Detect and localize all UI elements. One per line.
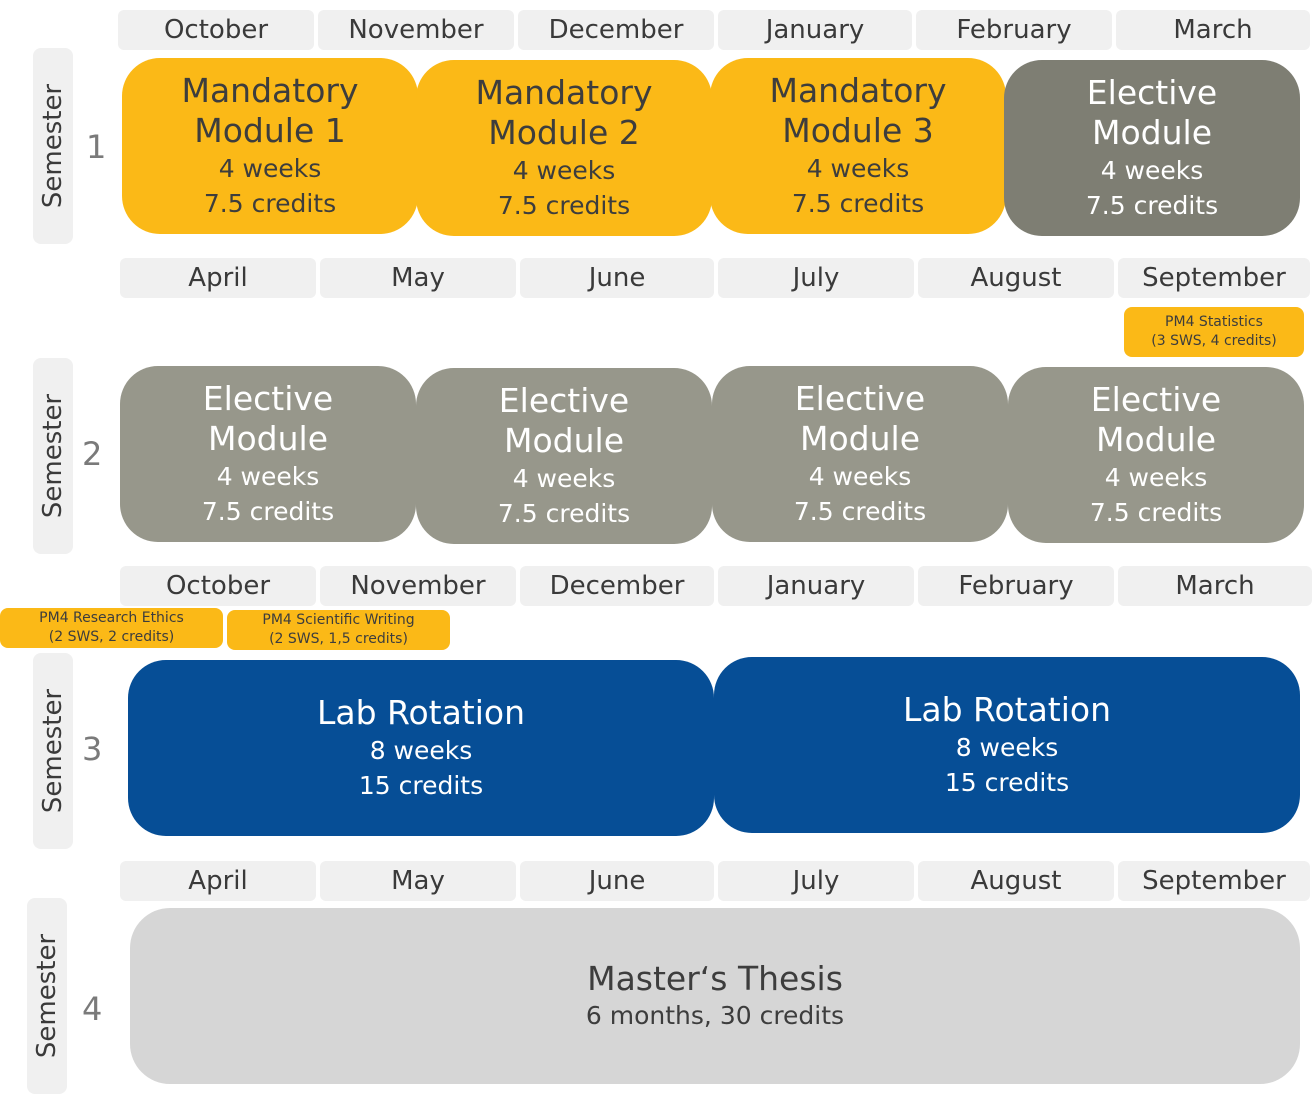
mandatory-module-3: Mandatory Module 3 4 weeks 7.5 credits <box>710 58 1006 234</box>
month-header: August <box>918 258 1114 298</box>
module-title: Lab Rotation <box>316 693 526 733</box>
month-header: December <box>520 566 714 606</box>
semester-label: Semester <box>33 48 73 244</box>
module-duration: 4 weeks <box>218 153 322 183</box>
month-header: May <box>320 861 516 901</box>
elective-module: Elective Module 4 weeks 7.5 credits <box>712 366 1008 542</box>
masters-thesis-module: Master‘s Thesis 6 months, 30 credits <box>130 908 1300 1084</box>
module-title: Mandatory <box>769 71 947 111</box>
module-title: Module 2 <box>488 113 640 152</box>
mandatory-module-1: Mandatory Module 1 4 weeks 7.5 credits <box>122 58 418 234</box>
pm4-details: (2 SWS, 2 credits) <box>48 629 175 645</box>
mandatory-module-2: Mandatory Module 2 4 weeks 7.5 credits <box>416 60 712 236</box>
module-credits: 15 credits <box>358 770 484 800</box>
module-title: Lab Rotation <box>902 690 1112 730</box>
month-header: September <box>1118 861 1310 901</box>
module-duration: 8 weeks <box>369 735 473 765</box>
module-title: Module 3 <box>782 111 934 150</box>
module-title: Elective <box>1086 73 1218 113</box>
module-title: Elective <box>794 379 926 419</box>
semester-number: 2 <box>82 435 103 473</box>
module-title: Module <box>1092 113 1212 152</box>
module-credits: 7.5 credits <box>791 188 925 218</box>
module-credits: 7.5 credits <box>793 496 927 526</box>
module-credits: 15 credits <box>944 767 1070 797</box>
month-header: February <box>918 566 1114 606</box>
module-duration: 4 weeks <box>512 155 616 185</box>
month-header: March <box>1116 10 1310 50</box>
module-duration: 8 weeks <box>955 732 1059 762</box>
month-header: July <box>718 861 914 901</box>
pm4-research-ethics-badge: PM4 Research Ethics (2 SWS, 2 credits) <box>0 608 223 648</box>
month-header: June <box>520 861 714 901</box>
module-title: Module 1 <box>194 111 346 150</box>
month-header: November <box>318 10 514 50</box>
month-header: April <box>120 258 316 298</box>
month-header: November <box>320 566 516 606</box>
month-header: March <box>1118 566 1312 606</box>
module-duration: 6 months, 30 credits <box>585 1001 845 1031</box>
module-title: Mandatory <box>181 71 359 111</box>
module-credits: 7.5 credits <box>1085 190 1219 220</box>
month-header: January <box>718 566 914 606</box>
semester-number: 4 <box>82 990 103 1028</box>
semester-number: 3 <box>82 730 103 768</box>
module-credits: 7.5 credits <box>203 188 337 218</box>
month-header: August <box>918 861 1114 901</box>
elective-module: Elective Module 4 weeks 7.5 credits <box>120 366 416 542</box>
module-duration: 4 weeks <box>1100 155 1204 185</box>
module-credits: 7.5 credits <box>201 496 335 526</box>
module-duration: 4 weeks <box>808 461 912 491</box>
module-title: Module <box>504 421 624 460</box>
module-title: Mandatory <box>475 73 653 113</box>
lab-rotation-module: Lab Rotation 8 weeks 15 credits <box>714 657 1300 833</box>
pm4-details: (3 SWS, 4 credits) <box>1151 333 1277 349</box>
pm4-statistics-badge: PM4 Statistics (3 SWS, 4 credits) <box>1124 307 1304 357</box>
month-header: September <box>1118 258 1310 298</box>
pm4-title: PM4 Research Ethics <box>39 610 184 627</box>
pm4-scientific-writing-badge: PM4 Scientific Writing (2 SWS, 1,5 credi… <box>227 610 450 650</box>
month-header: April <box>120 861 316 901</box>
module-title: Elective <box>498 381 630 421</box>
month-header: May <box>320 258 516 298</box>
elective-module: Elective Module 4 weeks 7.5 credits <box>416 368 712 544</box>
month-header: June <box>520 258 714 298</box>
module-credits: 7.5 credits <box>1089 497 1223 527</box>
semester-label: Semester <box>33 653 73 849</box>
month-header: December <box>518 10 714 50</box>
module-credits: 7.5 credits <box>497 190 631 220</box>
pm4-title: PM4 Statistics <box>1165 314 1263 331</box>
module-duration: 4 weeks <box>1104 462 1208 492</box>
semester-label: Semester <box>27 898 67 1094</box>
module-duration: 4 weeks <box>512 463 616 493</box>
module-duration: 4 weeks <box>216 461 320 491</box>
module-title: Module <box>1096 420 1216 459</box>
module-title: Master‘s Thesis <box>587 958 843 998</box>
lab-rotation-module: Lab Rotation 8 weeks 15 credits <box>128 660 714 836</box>
module-credits: 7.5 credits <box>497 498 631 528</box>
module-title: Elective <box>1090 380 1222 420</box>
pm4-title: PM4 Scientific Writing <box>262 612 415 629</box>
semester-number: 1 <box>86 128 107 166</box>
elective-module: Elective Module 4 weeks 7.5 credits <box>1008 367 1304 543</box>
module-title: Module <box>800 419 920 458</box>
module-title: Elective <box>202 379 334 419</box>
month-header: February <box>916 10 1112 50</box>
elective-module: Elective Module 4 weeks 7.5 credits <box>1004 60 1300 236</box>
module-duration: 4 weeks <box>806 153 910 183</box>
module-title: Module <box>208 419 328 458</box>
month-header: October <box>118 10 314 50</box>
semester-label: Semester <box>33 358 73 554</box>
month-header: January <box>718 10 912 50</box>
month-header: July <box>718 258 914 298</box>
pm4-details: (2 SWS, 1,5 credits) <box>269 631 408 647</box>
month-header: October <box>120 566 316 606</box>
